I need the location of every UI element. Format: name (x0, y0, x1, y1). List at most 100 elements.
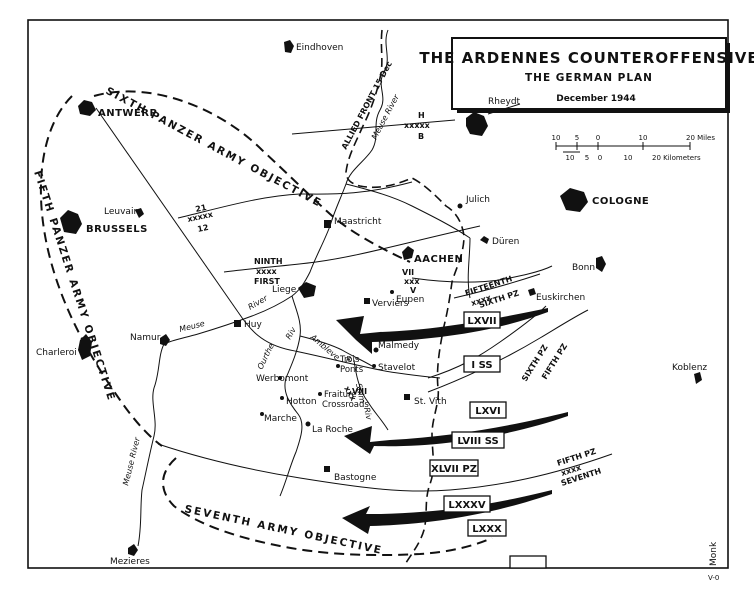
title-block: THE ARDENNES COUNTEROFFENSIVE THE GERMAN… (419, 37, 754, 113)
city-labels: Eindhoven ANTWERP Rheydt COLOGNE Leuvain… (36, 43, 707, 567)
attack-arrow-lviii (344, 412, 568, 454)
xxxx-label-ninth: xxxx (256, 267, 277, 276)
h-label: H (418, 111, 425, 120)
xxxxx-label: xxxxx (404, 121, 431, 130)
fraiture-line1: Fraiture (324, 390, 357, 400)
unit-box-xlvii (429, 459, 479, 477)
unit-box-partial (509, 555, 547, 569)
b-label: B (418, 132, 424, 141)
v-label: V (410, 286, 417, 295)
plate-number: V-0 (708, 574, 719, 582)
fifth-panzer-objective-line (39, 95, 163, 447)
verviers-marker (364, 298, 370, 304)
meuse-river (137, 29, 389, 547)
charleroi-label: Charleroi (36, 348, 77, 358)
unit-box-iss (463, 355, 501, 373)
fraiture-marker (318, 392, 322, 396)
euskirchen-label: Euskirchen (536, 293, 585, 303)
namur-label: Namur (130, 333, 161, 343)
bonn-label: Bonn (572, 263, 595, 273)
rheydt-marker (466, 112, 488, 136)
unit-box-lviii (451, 431, 505, 449)
map-subtitle: THE GERMAN PLAN (525, 72, 653, 84)
duren-label: Düren (492, 237, 519, 247)
ourthe-riv-label: Riv (284, 325, 298, 341)
brussels-marker (60, 210, 82, 234)
miles-tick-label: 10 (552, 134, 561, 142)
st-vith-label: St. Vith (414, 397, 447, 407)
julich-label: Julich (465, 195, 490, 205)
stavelot-label: Stavelot (378, 363, 416, 373)
title-box (451, 37, 727, 110)
miles-scale-label: 20 Miles (686, 134, 715, 142)
maastricht-marker (324, 220, 331, 228)
h-b-boundary (291, 119, 456, 135)
salm-riv-label: Riv (362, 407, 373, 421)
sixth-fifth-boundary-b (427, 309, 589, 393)
eindhoven-marker (284, 40, 294, 53)
huy-label: Huy (244, 320, 262, 330)
werbomont-marker (278, 376, 282, 380)
allied-front-line (345, 29, 465, 567)
miles-tick-label: 0 (596, 134, 600, 142)
antwerp-marker (78, 100, 96, 116)
malmedy-label: Malmedy (378, 341, 420, 351)
fifth-seventh-boundary (157, 443, 613, 492)
unit-lxxx: LXXX (472, 524, 502, 535)
stream (467, 237, 471, 299)
marche-label: Marche (264, 414, 297, 424)
verviers-label: Verviers (372, 299, 409, 309)
meuse-river-label-south: Meuse River (121, 436, 142, 487)
unit-box-lxvii (463, 311, 501, 329)
unit-lviii-ss: LVIII SS (457, 436, 498, 447)
21-12-boundary (177, 181, 413, 219)
vii-label: VII (402, 268, 414, 277)
first-label: FIRST (254, 277, 280, 286)
map-date: December 1944 (556, 94, 636, 104)
charleroi-marker (78, 334, 92, 360)
mezieres-label: Mezieres (110, 557, 150, 567)
km-tick-label: 10 (566, 154, 575, 162)
leuvain-label: Leuvain (104, 207, 139, 217)
duren-marker (480, 236, 489, 244)
leuvain-marker (135, 208, 144, 218)
unit-boxes: LXVII I SS LXVI LVIII SS XLVII PZ LXXXV … (429, 311, 547, 569)
km-scale-label: 20 Kilometers (652, 154, 701, 162)
sixth-panzer-objective-label: SIXTH PANZER ARMY OBJECTIVE (104, 85, 324, 210)
trois-ponts-line2: Ponts (340, 365, 364, 375)
h-b-boundary-east (487, 103, 521, 115)
ourthe-label: Ourthe (256, 342, 276, 371)
eupen-label: Eupen (396, 295, 424, 305)
la-roche-marker (305, 421, 311, 427)
werbomont-label: Werbomont (256, 374, 309, 384)
huy-marker (234, 320, 241, 327)
km-tick-label: 10 (624, 154, 633, 162)
km-tick-label: 0 (598, 154, 602, 162)
antwerp-liege-line (95, 107, 239, 313)
roer-river (345, 183, 471, 239)
fraiture-line2: Crossroads (322, 400, 369, 410)
meuse-label-center: Meuse (178, 319, 205, 334)
aachen-label: AACHEN (414, 254, 463, 265)
julich-marker (457, 203, 463, 209)
la-roche-label: La Roche (312, 425, 353, 435)
liege-label: Liege (272, 285, 297, 295)
fifteenth-sixth-boundary (453, 273, 541, 299)
koblenz-label: Koblenz (672, 363, 707, 373)
cologne-marker (560, 188, 588, 212)
hotton-label: Hotton (286, 397, 317, 407)
salm-label: Salm (354, 383, 367, 405)
fifth-panzer-objective-label: FIFTH PANZER ARMY OBJECTIVE (31, 169, 117, 403)
eupen-marker (390, 290, 394, 294)
miles-tick-label: 10 (639, 134, 648, 142)
km-tick-label: 5 (585, 154, 589, 162)
river-label-huy: River (247, 293, 270, 312)
marche-marker (260, 412, 264, 416)
ninth-first-boundary (223, 225, 481, 273)
xxx-label-vii: xxx (404, 277, 420, 286)
ambleve-river (299, 335, 373, 367)
miles-tick-label: 5 (575, 134, 579, 142)
